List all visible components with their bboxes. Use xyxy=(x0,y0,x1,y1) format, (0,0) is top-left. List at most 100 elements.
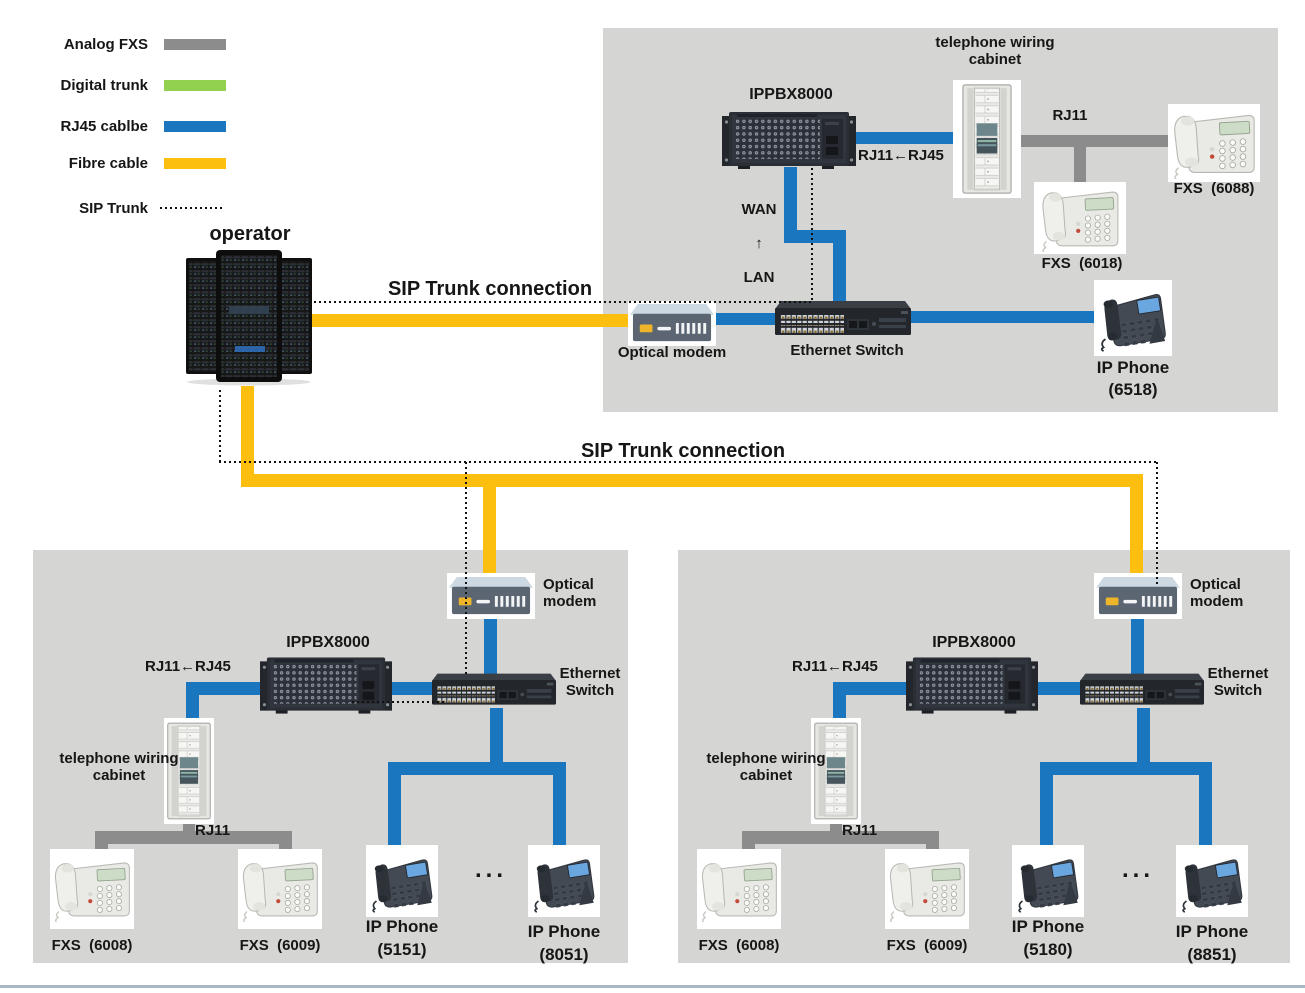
br-ip-phone-8851-ext: (8851) xyxy=(1187,945,1237,964)
ip-phone-icon xyxy=(530,850,598,913)
br-wiring-cabinet xyxy=(811,718,861,824)
optical-modem-icon xyxy=(449,576,533,617)
sip-trunk-connection-label-top: SIP Trunk connection xyxy=(387,278,593,300)
bl-ippbx-label: IPPBX8000 xyxy=(286,634,370,651)
wiring-cabinet-icon xyxy=(961,84,1013,194)
bl-ip-phone-8051-ext: (8051) xyxy=(539,945,589,964)
br-rj11-rj45-label: RJ11←RJ45 xyxy=(792,658,878,675)
top-rj45-line-ippbx-cabinet xyxy=(852,132,968,144)
top-fxs-6018-label: FXS (6018) xyxy=(1041,255,1123,272)
fibre-line-branch-left xyxy=(483,486,496,590)
sip-trunk-line-operator-down xyxy=(219,390,221,462)
top-wiring-cabinet xyxy=(953,80,1021,198)
top-rj45-line-switch-ipphone xyxy=(908,311,1098,323)
top-sip-line-ippbx-switch xyxy=(811,168,813,302)
legend-swatch-digital-trunk xyxy=(164,80,226,91)
bl-rj45-line-ippbx-left xyxy=(186,682,262,695)
bl-rj45-line-switch-down xyxy=(490,708,503,768)
analog-phone-icon xyxy=(699,856,779,922)
bottom-divider xyxy=(0,985,1305,988)
br-ip-phone-5180-ext: (5180) xyxy=(1023,940,1073,959)
br-fxs-6008-label: FXS (6008) xyxy=(698,937,780,954)
bl-rj45-line-to-cabinet xyxy=(186,682,199,724)
bl-ethernet-switch xyxy=(432,671,556,709)
analog-phone-icon xyxy=(1171,108,1257,179)
br-rj11-label: RJ11 xyxy=(842,822,878,839)
top-ip-phone-6518-ext: (6518) xyxy=(1108,380,1158,399)
br-optical-modem xyxy=(1094,573,1182,619)
br-rj45-branch-h xyxy=(1040,762,1212,775)
top-fxs-6088-phone xyxy=(1168,104,1260,182)
ethernet-switch-icon xyxy=(775,299,911,339)
analog-phone-icon xyxy=(887,856,967,922)
br-ip-phone-8851 xyxy=(1176,845,1248,917)
top-rj11-rj45-label: RJ11←RJ45 xyxy=(858,147,944,164)
operator-servers xyxy=(185,248,313,386)
br-rj45-line-to-cabinet xyxy=(833,682,846,724)
ippbx-icon xyxy=(260,657,392,715)
sip-trunk-line-mid-branch-right xyxy=(1156,462,1158,584)
top-ippbx-label: IPPBX8000 xyxy=(749,86,833,103)
br-cabinet-label: telephone wiring cabinet xyxy=(706,750,826,785)
bl-ip-phone-8051-label: IP Phone xyxy=(527,922,601,941)
sip-trunk-line-mid-h xyxy=(219,461,1157,463)
br-ip-phone-8851-label: IP Phone xyxy=(1175,922,1249,941)
sip-trunk-line-top-h xyxy=(314,301,814,303)
optical-modem-icon xyxy=(1096,576,1180,617)
top-ethernet-switch-label: Ethernet Switch xyxy=(790,342,904,359)
legend-swatch-sip-trunk xyxy=(160,207,223,209)
top-rj11-label: RJ11 xyxy=(1052,107,1088,124)
legend-label-analog-fxs: Analog FXS xyxy=(63,36,148,53)
ethernet-switch-icon xyxy=(1080,671,1204,709)
bl-ip-phone-8051 xyxy=(528,845,600,917)
bl-fxs-6008-phone xyxy=(50,849,134,929)
bl-fxs-6008-label: FXS (6008) xyxy=(51,937,133,954)
analog-phone-icon xyxy=(240,856,320,922)
top-ip-phone-6518-label: IP Phone xyxy=(1096,358,1170,377)
fibre-line-operator-down xyxy=(241,386,254,486)
br-fxs-6009-phone xyxy=(885,849,969,929)
br-optical-modem-label: Optical modem xyxy=(1190,576,1244,611)
br-fxs-6009-label: FXS (6009) xyxy=(886,937,968,954)
top-ethernet-switch xyxy=(775,299,911,339)
bl-ip-phone-5151 xyxy=(366,845,438,917)
legend-swatch-analog-fxs xyxy=(164,39,226,50)
br-rj45-line-ip1 xyxy=(1040,762,1053,848)
br-ip-phone-5180-label: IP Phone xyxy=(1011,917,1085,936)
sip-trunk-connection-label-mid: SIP Trunk connection xyxy=(580,440,786,462)
legend-swatch-rj45-cable xyxy=(164,121,226,132)
legend-label-sip-trunk: SIP Trunk xyxy=(79,200,148,217)
legend-label-digital-trunk: Digital trunk xyxy=(60,77,148,94)
up-arrow-icon: ↑ xyxy=(755,235,763,252)
bl-optical-modem xyxy=(447,573,535,619)
legend-swatch-fibre-cable xyxy=(164,158,226,169)
top-optical-modem xyxy=(628,301,716,346)
top-cabinet-label: telephone wiring cabinet xyxy=(935,34,1055,69)
bl-ip-phone-5151-ext: (5151) xyxy=(377,940,427,959)
fibre-line-operator-to-modem xyxy=(310,314,640,327)
bl-wiring-cabinet xyxy=(164,718,214,824)
top-rj11-line xyxy=(1018,135,1186,147)
br-ellipsis: ... xyxy=(1121,856,1154,883)
bl-rj11-rj45-label: RJ11←RJ45 xyxy=(145,658,231,675)
operator-label: operator xyxy=(209,223,291,245)
top-rj45-line-modem-switch xyxy=(714,313,782,325)
bl-fxs-6009-phone xyxy=(238,849,322,929)
top-wan-lan-label: WAN ↑ LAN xyxy=(733,184,785,303)
ip-phone-icon xyxy=(1014,850,1082,913)
ip-phone-icon xyxy=(1178,850,1246,913)
br-rj11-branch-h xyxy=(742,831,939,844)
bl-sip-line-ippbx-switch xyxy=(352,701,444,703)
fibre-line-branch-right xyxy=(1130,486,1143,590)
top-fxs-6018-phone xyxy=(1034,182,1126,254)
br-rj45-line-ippbx-switch xyxy=(1034,682,1082,695)
bl-fxs-6009-label: FXS (6009) xyxy=(239,937,321,954)
sip-trunk-line-mid-branch-left xyxy=(465,462,467,674)
bl-rj45-line-ip2 xyxy=(553,762,566,848)
bl-rj45-branch-h xyxy=(388,762,566,775)
br-rj45-line-ip2 xyxy=(1199,762,1212,848)
br-rj45-line-ippbx-left xyxy=(833,682,909,695)
bl-ippbx-device xyxy=(260,657,392,715)
ippbx-icon xyxy=(906,657,1038,715)
